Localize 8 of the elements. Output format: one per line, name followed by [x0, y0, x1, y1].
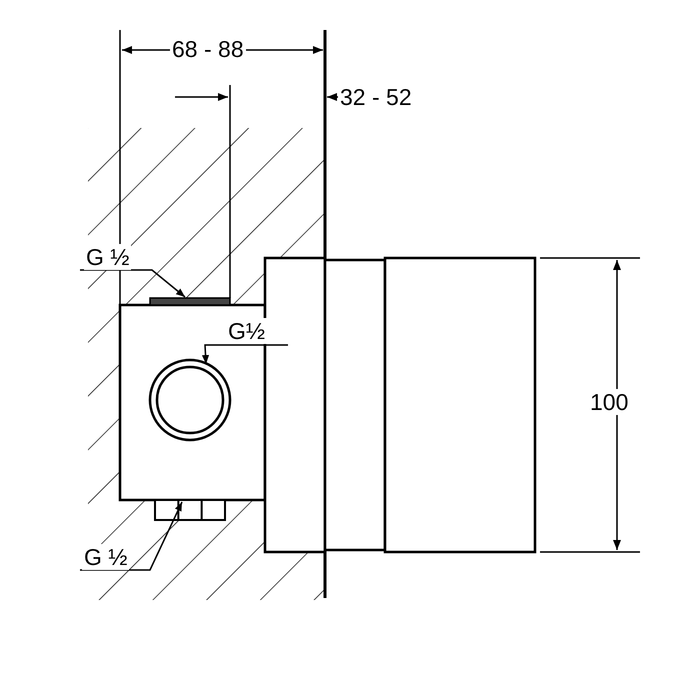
port-opening: [148, 358, 232, 442]
thread-size-label: G ½: [84, 244, 132, 270]
pipe-connection: [149, 297, 231, 306]
thread-size-label: G ½: [82, 544, 130, 570]
leader-line: [80, 269, 186, 298]
leader-line: [202, 344, 288, 364]
leader-line: [80, 502, 183, 571]
hex-nut: [154, 499, 226, 521]
